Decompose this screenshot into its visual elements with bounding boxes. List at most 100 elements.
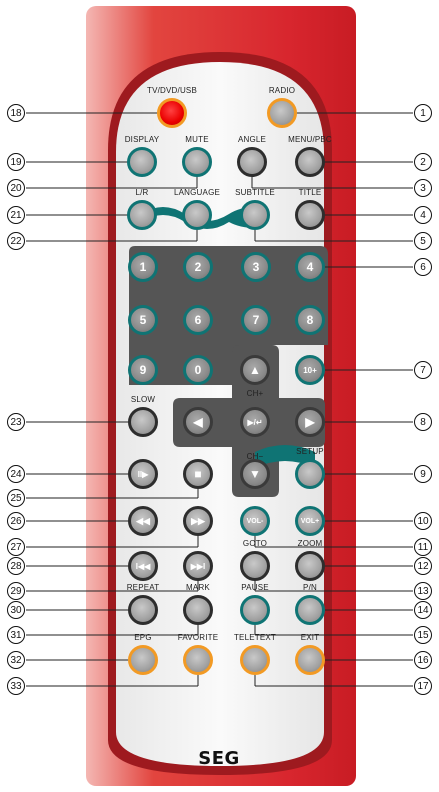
exit-label: EXIT [301,633,320,642]
pn-label: P/N [303,583,317,592]
display-button[interactable] [127,147,157,177]
stop-button[interactable]: ■ [183,459,213,489]
n0-glyph: 0 [195,363,202,377]
setup-label: SETUP [296,447,324,456]
n8-glyph: 8 [307,313,314,327]
repeat-button[interactable] [128,595,158,625]
n1-button[interactable]: 1 [128,252,158,282]
menupbc-button[interactable] [295,147,325,177]
left-button[interactable]: ◀ [183,407,213,437]
n5-glyph: 5 [140,313,147,327]
ff-glyph: ▶▶ [191,516,205,527]
chup-button[interactable]: ▲ [240,355,270,385]
callout-26: 26 [7,512,25,530]
radio-label: RADIO [269,86,295,95]
callout-6: 6 [414,258,432,276]
next-glyph: ▶▶I [191,562,206,571]
volminus-glyph: VOL- [247,518,264,525]
n9-glyph: 9 [140,363,147,377]
epg-button[interactable] [128,645,158,675]
angle-button[interactable] [237,147,267,177]
callout-9: 9 [414,465,432,483]
language-button[interactable] [182,200,212,230]
callout-23: 23 [7,413,25,431]
callout-15: 15 [414,626,432,644]
slow-button[interactable] [128,407,158,437]
n0-button[interactable]: 0 [183,355,213,385]
mute-button[interactable] [182,147,212,177]
n4-glyph: 4 [307,260,314,274]
n7-glyph: 7 [253,313,260,327]
callout-10: 10 [414,512,432,530]
ch-minus-label: CH− [247,452,264,461]
n2-button[interactable]: 2 [183,252,213,282]
callout-31: 31 [7,626,25,644]
repeat-label: REPEAT [127,583,160,592]
volplus-button[interactable]: VOL+ [295,506,325,536]
callout-28: 28 [7,557,25,575]
prev-glyph: I◀◀ [136,562,151,571]
n9-button[interactable]: 9 [128,355,158,385]
callout-32: 32 [7,651,25,669]
n3-button[interactable]: 3 [241,252,271,282]
title-button[interactable] [295,200,325,230]
callout-14: 14 [414,601,432,619]
enter-button[interactable]: ▶/↵ [240,407,270,437]
slow-label: SLOW [131,395,155,404]
callout-24: 24 [7,465,25,483]
mark-button[interactable] [183,595,213,625]
language-label: LANGUAGE [174,188,220,197]
right-glyph: ▶ [305,415,314,429]
callout-20: 20 [7,179,25,197]
display-label: DISPLAY [125,135,160,144]
n1-glyph: 1 [140,260,147,274]
step-button[interactable]: II▶ [128,459,158,489]
radio-button[interactable] [267,98,297,128]
enter-glyph: ▶/↵ [247,418,262,427]
subtitle-button[interactable] [240,200,270,230]
goto-label: GOTO [243,539,267,548]
n4-button[interactable]: 4 [295,252,325,282]
setup-button[interactable] [295,459,325,489]
rew-button[interactable]: ◀◀ [128,506,158,536]
pause-button[interactable] [240,595,270,625]
callout-18: 18 [7,104,25,122]
callout-29: 29 [7,582,25,600]
ff-button[interactable]: ▶▶ [183,506,213,536]
teletext-label: TELETEXT [234,633,276,642]
teletext-button[interactable] [240,645,270,675]
callout-30: 30 [7,601,25,619]
n7-button[interactable]: 7 [241,305,271,335]
callout-27: 27 [7,538,25,556]
title-label: TITLE [299,188,322,197]
tvdvdusb-button[interactable] [157,98,187,128]
prev-button[interactable]: I◀◀ [128,551,158,581]
lr-button[interactable] [127,200,157,230]
callout-19: 19 [7,153,25,171]
pause-label: PAUSE [241,583,269,592]
next-button[interactable]: ▶▶I [183,551,213,581]
exit-button[interactable] [295,645,325,675]
n6-button[interactable]: 6 [183,305,213,335]
pn-button[interactable] [295,595,325,625]
callout-22: 22 [7,232,25,250]
mute-label: MUTE [185,135,208,144]
n3-glyph: 3 [253,260,260,274]
subtitle-label: SUBTITLE [235,188,275,197]
brand-logo: SEG [198,748,240,769]
menupbc-label: MENU/PBC [288,135,332,144]
favorite-button[interactable] [183,645,213,675]
zoom-button[interactable] [295,551,325,581]
chdown-glyph: ▼ [249,467,261,481]
callout-21: 21 [7,206,25,224]
stop-glyph: ■ [194,467,201,481]
volminus-button[interactable]: VOL- [240,506,270,536]
n10-button[interactable]: 10+ [295,355,325,385]
right-button[interactable]: ▶ [295,407,325,437]
n8-button[interactable]: 8 [295,305,325,335]
callout-5: 5 [414,232,432,250]
chdown-button[interactable]: ▼ [240,459,270,489]
goto-button[interactable] [240,551,270,581]
n5-button[interactable]: 5 [128,305,158,335]
